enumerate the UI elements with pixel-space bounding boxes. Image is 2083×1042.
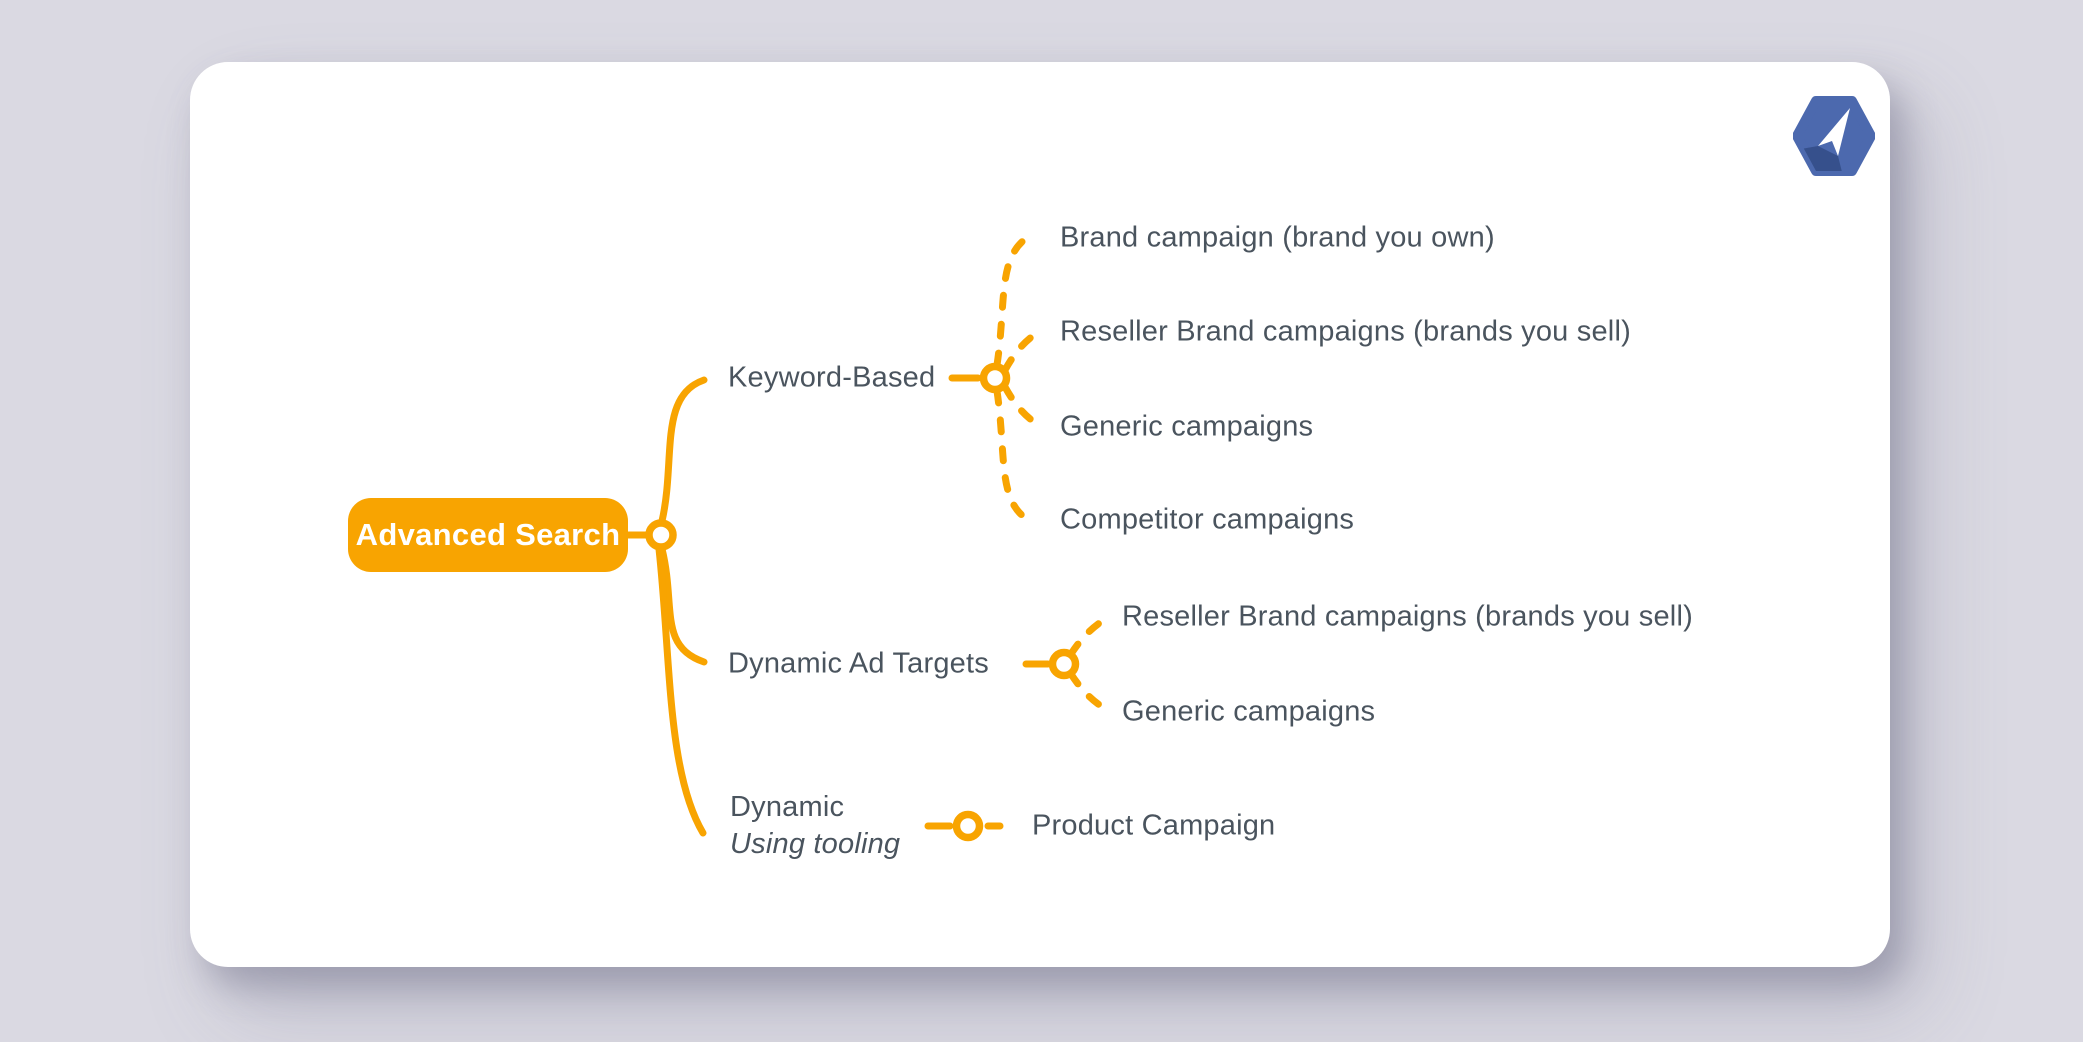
leaf-label-reseller-brand-campaigns-kw: Reseller Brand campaigns (brands you sel… xyxy=(1060,315,1631,348)
logo-plane-shadow xyxy=(1797,146,1843,171)
branch-label-using-tooling-line: Using tooling xyxy=(730,828,901,860)
leaf-label-reseller-brand-campaigns-dat: Reseller Brand campaigns (brands you sel… xyxy=(1122,600,1693,633)
leaf-label-generic-campaigns-dat: Generic campaigns xyxy=(1122,695,1376,728)
paper-plane-hexagon-icon xyxy=(1793,96,1875,176)
root-node-label: Advanced Search xyxy=(355,517,621,552)
leaf-label-product-campaign: Product Campaign xyxy=(1032,809,1276,842)
root-node-advanced-search: Advanced Search xyxy=(348,498,628,572)
branch-label-dynamic-ad-targets: Dynamic Ad Targets xyxy=(728,647,989,680)
logo-plane xyxy=(1818,108,1850,156)
branch-label-keyword-based: Keyword-Based xyxy=(728,361,936,394)
branch-label-dynamic-line: Dynamic xyxy=(730,791,845,823)
branch-label-dynamic-tooling: Dynamic Using tooling xyxy=(730,789,900,863)
leaf-label-generic-campaigns-kw: Generic campaigns xyxy=(1060,410,1314,443)
leaf-label-competitor-campaigns: Competitor campaigns xyxy=(1060,503,1355,536)
leaf-label-brand-campaign: Brand campaign (brand you own) xyxy=(1060,221,1495,254)
